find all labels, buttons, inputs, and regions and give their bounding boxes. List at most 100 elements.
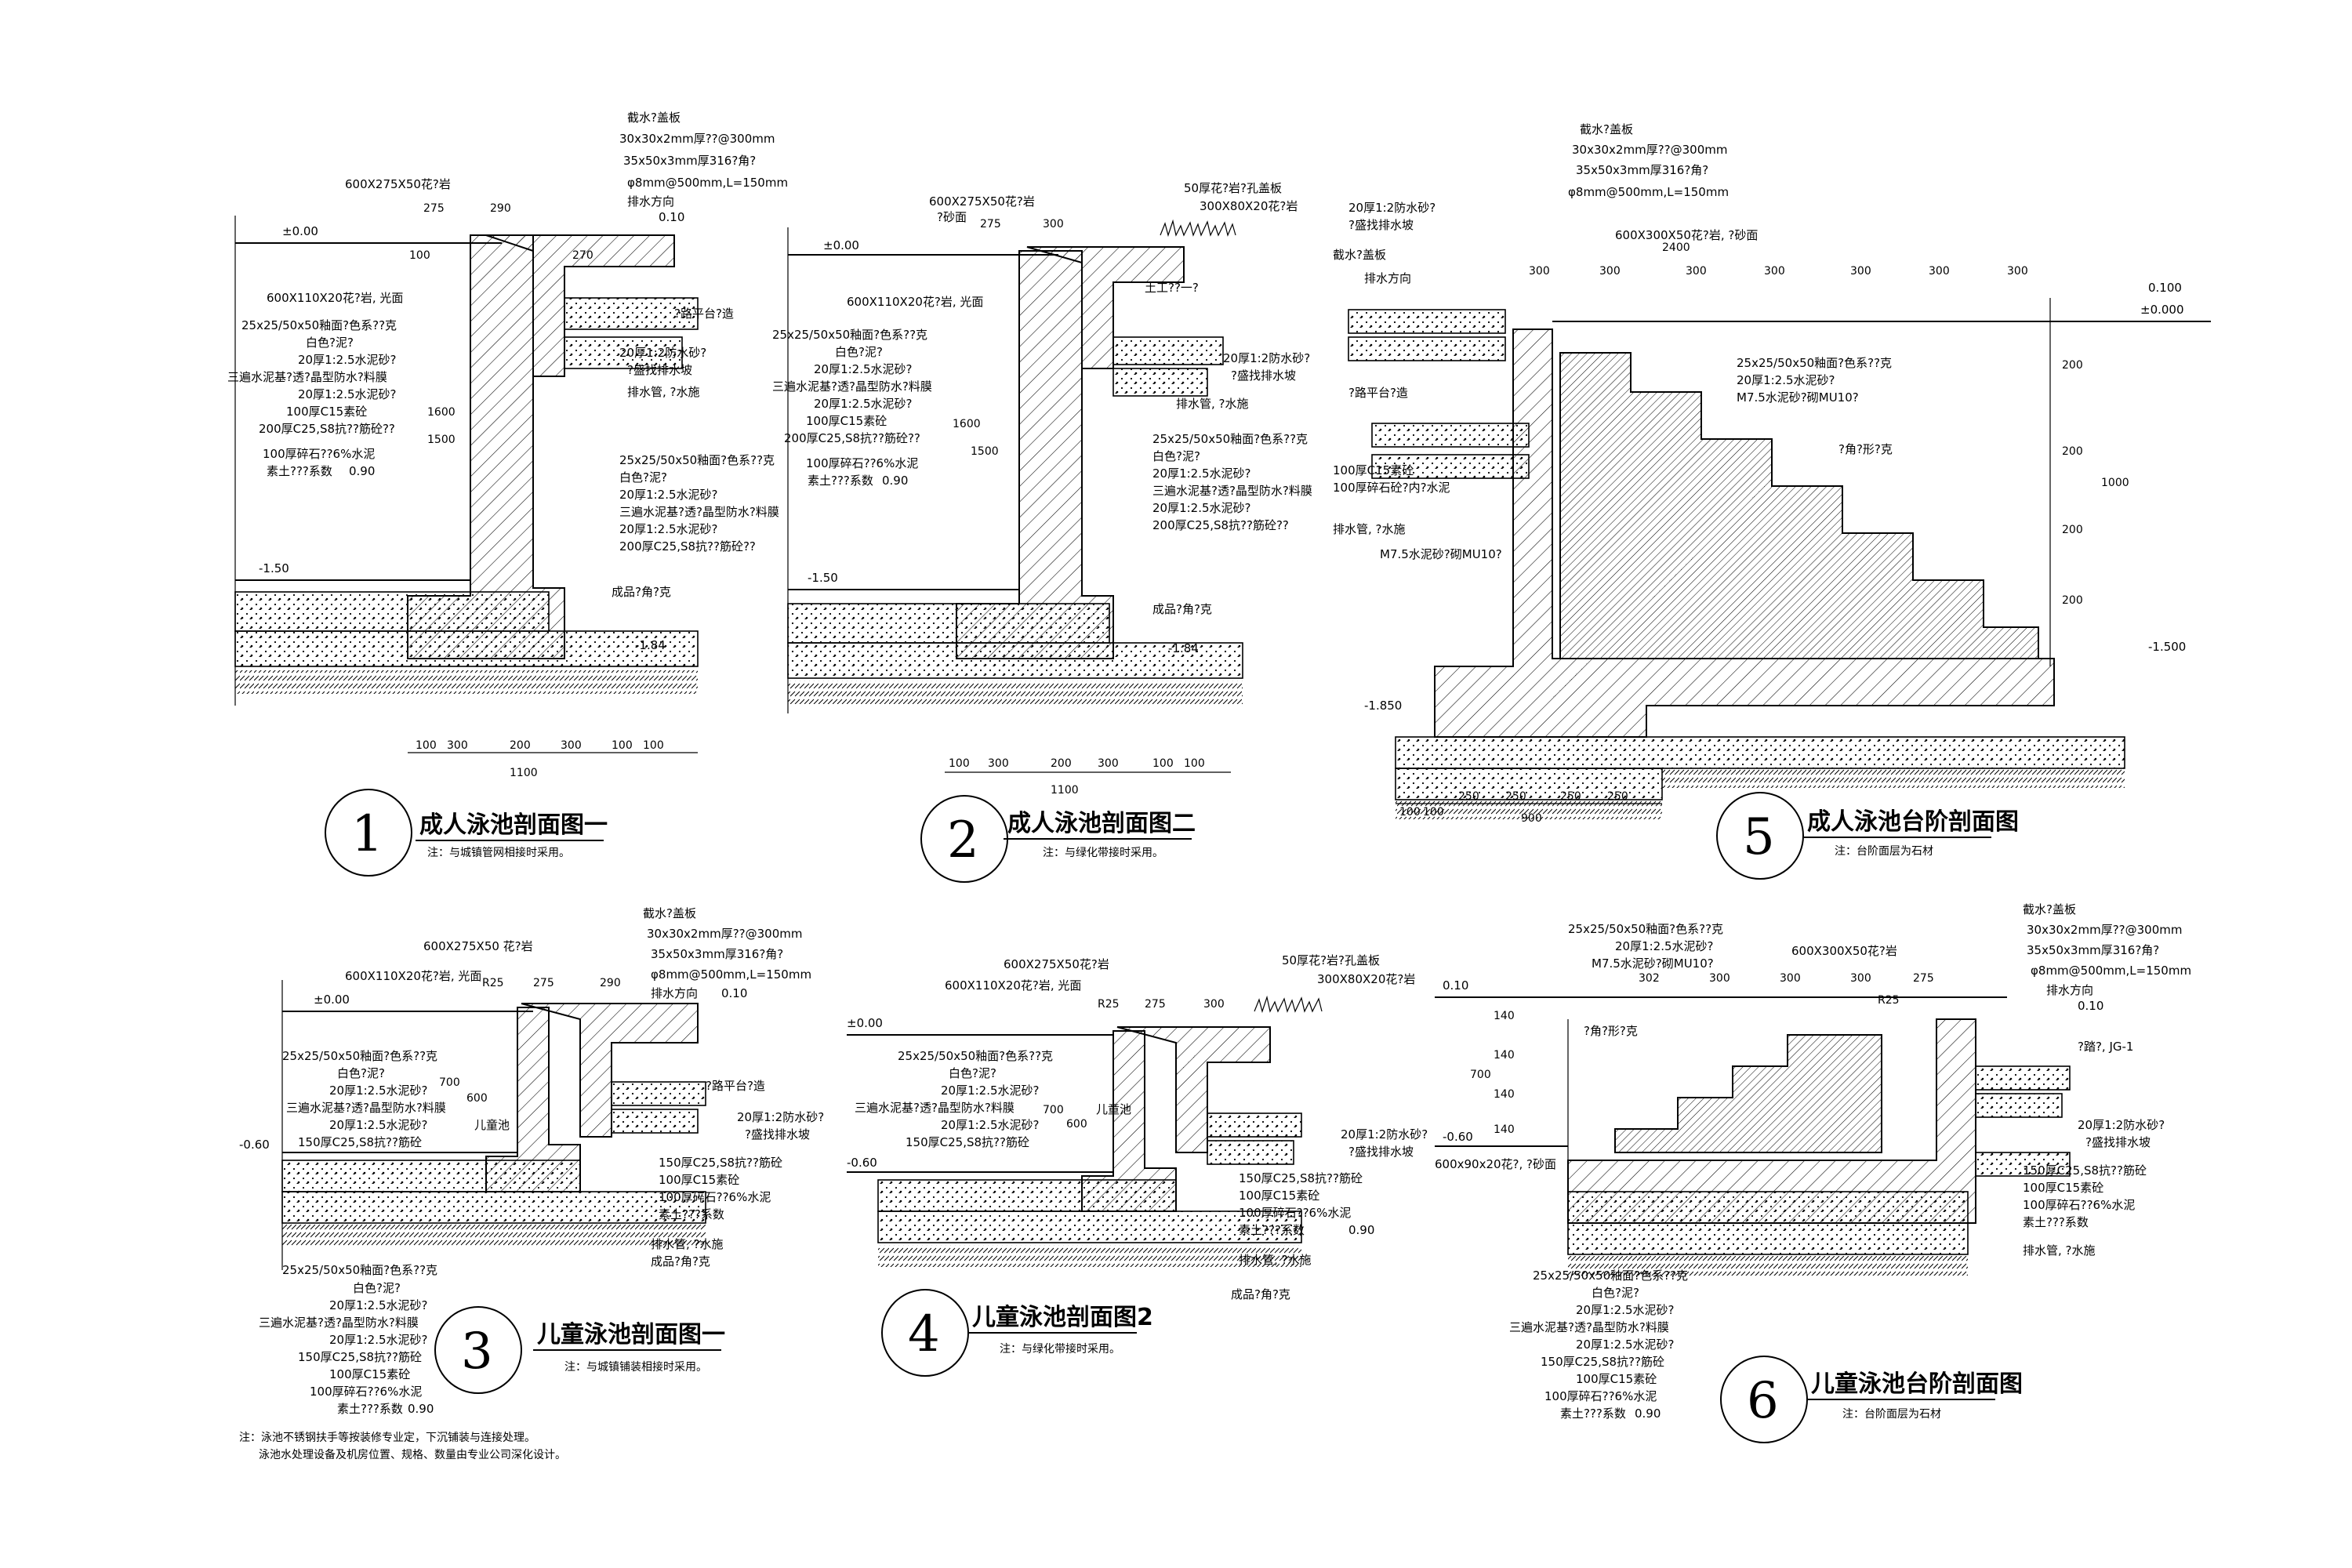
lbl-mosaic-r: 25x25/50x50釉面?色系??克 <box>1152 432 1308 446</box>
soil-layer <box>235 670 698 694</box>
section-title: 成人泳池剖面图一 <box>419 811 608 839</box>
platform-layers-2 <box>1112 368 1208 397</box>
lbl-steps: ?角?形?克 <box>1584 1024 1638 1038</box>
section-number: 2 <box>947 811 979 869</box>
gutter-structure <box>1026 246 1185 369</box>
lbl-gravel: 100厚碎石??6%水泥 <box>806 456 918 470</box>
soil-layer-2 <box>1662 768 2125 788</box>
lbl-c15-r: 100厚C15素砼 <box>659 1173 739 1187</box>
lbl-gravel: 100厚碎石??6%水泥 <box>1544 1389 1657 1403</box>
dim-300-b: 300 <box>1780 972 1801 985</box>
lbl-conc-r: 200厚C25,S8抗??筋砼?? <box>1152 518 1289 532</box>
platform-layers <box>1207 1112 1302 1138</box>
section-number: 1 <box>351 805 383 863</box>
section-6: 0.10 -0.60 截水?盖板 30x30x2mm厚??@300mm 35x5… <box>1435 902 2191 1443</box>
lbl-plus010: 0.10 <box>2078 999 2103 1013</box>
lbl-channel: 成品?角?克 <box>1152 602 1212 616</box>
lbl-grate: 截水?盖板 <box>627 111 681 125</box>
lbl-anchor: φ8mm@500mm,L=150mm <box>651 967 811 982</box>
lbl-coping: 600X275X50 花?岩 <box>423 939 533 953</box>
lbl-conc200: 200厚C25,S8抗??筋砼?? <box>784 431 920 445</box>
lbl-c15-b: 100厚C15素砼 <box>329 1367 410 1381</box>
dim-300-c: 300 <box>1850 972 1871 985</box>
lbl-angle: 35x50x3mm厚316?角? <box>651 947 783 961</box>
lbl-c15: 100厚C15素砼 <box>1576 1372 1657 1386</box>
lbl-drain-pipe: 排水管, ?水施 <box>1239 1253 1312 1267</box>
general-note-2: 泳池水处理设备及机房位置、规格、数量由专业公司深化设计。 <box>259 1448 566 1461</box>
dim-140-b: 140 <box>1494 1049 1515 1062</box>
lbl-gravel-b: 100厚碎石??6%水泥 <box>310 1385 422 1399</box>
dim-1500: 1500 <box>971 445 999 458</box>
gravel-layer <box>877 1210 1302 1243</box>
dim-300-g: 300 <box>2007 265 2028 278</box>
base-slab <box>877 1179 1177 1212</box>
lbl-drain-pipe: 排水管, ?水施 <box>1333 522 1406 536</box>
gravel-layer <box>1567 1222 1969 1255</box>
dim-250-c: 250 <box>1560 790 1581 803</box>
dim-275: 275 <box>1145 998 1166 1011</box>
lbl-white: 白色?泥? <box>306 336 354 350</box>
gravel-layer <box>787 642 1243 679</box>
dim-100-c: 100 <box>1152 757 1174 770</box>
lbl-coping: 600X275X50花?岩 <box>345 177 451 191</box>
lbl-mosaic-b: 25x25/50x50釉面?色系??克 <box>282 1263 437 1277</box>
lbl-conc150-r: 150厚C25,S8抗??筋砼 <box>1239 1171 1363 1185</box>
dim-270: 270 <box>572 249 593 262</box>
lbl-mortar: 20厚1:2.5水泥砂? <box>941 1083 1040 1098</box>
dim-1600: 1600 <box>953 418 981 430</box>
soil-layer <box>1396 800 1662 819</box>
section-5: 0.100 ±0.000 200 200 200 200 1000 -1.500… <box>1333 122 2211 880</box>
lbl-drain-dir: 排水方向 <box>1364 271 1411 285</box>
section-bubble <box>325 789 412 877</box>
lbl-soil-090-r: 0.90 <box>1348 1223 1374 1237</box>
lbl-channel: 成品?角?克 <box>1231 1287 1290 1301</box>
lbl-membrane-r: 三遍水泥基?透?晶型防水?料膜 <box>619 505 779 519</box>
soil-layer <box>282 1225 706 1247</box>
lbl-waterproof-2: ?盛找排水坡 <box>627 363 692 377</box>
lbl-soil-090: 0.90 <box>1635 1406 1661 1421</box>
lbl-stone-slab-size: 300X80X20花?岩 <box>1200 199 1298 213</box>
soil-layer <box>878 1245 1301 1267</box>
dim-1100: 1100 <box>510 767 538 779</box>
lbl-mortar-t: 20厚1:2.5水泥砂? <box>1615 939 1714 953</box>
dim-300-b: 300 <box>1599 265 1621 278</box>
dim-100-i: 100 <box>1423 806 1444 818</box>
lbl-wall-stone: 600X110X20花?岩, 光面 <box>345 969 481 983</box>
lbl-membrane-b: 三遍水泥基?透?晶型防水?料膜 <box>259 1316 419 1330</box>
lbl-mosaic: 25x25/50x50釉面?色系??克 <box>1737 356 1892 370</box>
lbl-stone-slab: 50厚花?岩?孔盖板 <box>1282 953 1380 967</box>
lbl-mosaic: 25x25/50x50釉面?色系??克 <box>1533 1269 1688 1283</box>
lbl-plus010: 0.10 <box>659 210 684 224</box>
lbl-waterproof: 20厚1:2防水砂? <box>1348 201 1436 215</box>
platform-layers-3 <box>1975 1152 2071 1177</box>
dim-700: 700 <box>1470 1069 1491 1081</box>
dim-300-a: 300 <box>1709 972 1730 985</box>
lbl-waterproof-2: ?盛找排水坡 <box>1348 1145 1414 1159</box>
dim-600: 600 <box>1066 1118 1087 1131</box>
lbl-platform: ?路平台?造 <box>706 1079 765 1093</box>
lbl-tube: 30x30x2mm厚??@300mm <box>2027 923 2182 937</box>
step-block <box>1614 1034 1882 1153</box>
soil-layer <box>788 681 1243 704</box>
lbl-coping-sub: ?砂面 <box>937 210 967 224</box>
section-title: 儿童泳池剖面图2 <box>972 1304 1153 1331</box>
lvl-zero: ±0.000 <box>2140 303 2184 317</box>
lbl-soil: 素土???系数 <box>808 474 873 488</box>
platform-layers-2 <box>564 336 683 369</box>
lbl-conc150-r: 150厚C25,S8抗??筋砼 <box>2023 1163 2147 1178</box>
lbl-white: 白色?泥? <box>949 1066 996 1080</box>
lbl-mosaic-t: 25x25/50x50釉面?色系??克 <box>1568 922 1723 936</box>
dim-700: 700 <box>1043 1104 1064 1116</box>
dim-300-e: 300 <box>1850 265 1871 278</box>
lbl-wall-stone: 600X110X20花?岩, 光面 <box>267 291 403 305</box>
dim-300-a: 300 <box>1529 265 1550 278</box>
lvl-bottom: -1.500 <box>2148 640 2186 654</box>
dim-300-d: 300 <box>1764 265 1785 278</box>
dim-1600: 1600 <box>427 406 456 419</box>
grass-symbol <box>1254 995 1323 1014</box>
dim-100-b: 100 <box>949 757 970 770</box>
lbl-white-r: 白色?泥? <box>1152 449 1200 463</box>
lbl-white: 白色?泥? <box>1592 1286 1639 1300</box>
lbl-soil-layer: 土工??一? <box>1145 281 1199 295</box>
